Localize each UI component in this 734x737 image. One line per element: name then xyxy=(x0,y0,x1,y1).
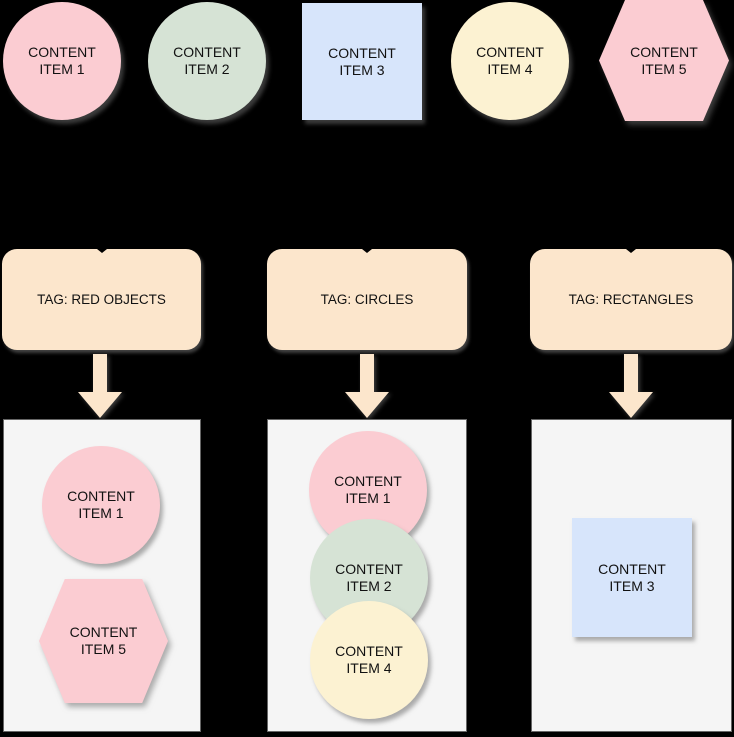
shape-label: CONTENT ITEM 5 xyxy=(69,624,138,657)
content-item-1-circle: CONTENT ITEM 1 xyxy=(3,2,121,120)
shape-label: CONTENT ITEM 4 xyxy=(476,44,544,77)
tag-label: TAG: CIRCLES xyxy=(320,292,414,307)
content-item-3-square: CONTENT ITEM 3 xyxy=(572,518,692,637)
connector-arrowhead-icon xyxy=(362,249,372,253)
arrow-shaft xyxy=(624,354,638,392)
connector-arrowhead-icon xyxy=(96,249,107,253)
shape-label: CONTENT ITEM 2 xyxy=(335,561,403,594)
content-item-2-circle: CONTENT ITEM 2 xyxy=(148,2,266,120)
arrow-head xyxy=(609,392,653,418)
content-item-4-circle: CONTENT ITEM 4 xyxy=(451,2,569,120)
down-arrow-icon xyxy=(345,354,389,418)
arrow-head xyxy=(78,392,122,418)
hexagon-fill: CONTENT ITEM 5 xyxy=(39,579,168,703)
container-rectangles: CONTENT ITEM 3 xyxy=(531,419,732,732)
down-arrow-icon xyxy=(78,354,122,418)
shape-label: CONTENT ITEM 1 xyxy=(67,488,135,521)
arrow-head xyxy=(345,392,389,418)
tag-label: TAG: RED OBJECTS xyxy=(37,292,166,307)
content-item-3-square: CONTENT ITEM 3 xyxy=(302,3,422,120)
shape-label: CONTENT ITEM 4 xyxy=(335,643,403,676)
shape-label: CONTENT ITEM 3 xyxy=(328,44,396,78)
arrow-shaft xyxy=(93,354,107,392)
shape-label: CONTENT ITEM 1 xyxy=(28,44,96,77)
arrow-shaft xyxy=(360,354,374,392)
tag-rectangles: TAG: RECTANGLES xyxy=(530,249,732,350)
content-item-5-hexagon: CONTENT ITEM 5 xyxy=(599,0,729,121)
container-red-objects: CONTENT ITEM 1 CONTENT ITEM 5 xyxy=(3,419,201,732)
shape-label: CONTENT ITEM 2 xyxy=(173,44,241,77)
shape-label: CONTENT ITEM 1 xyxy=(334,473,402,506)
container-circles: CONTENT ITEM 1 CONTENT ITEM 2 CONTENT IT… xyxy=(267,419,467,732)
shape-label: CONTENT ITEM 3 xyxy=(598,560,666,594)
connector-arrowhead-icon xyxy=(626,249,636,253)
content-item-5-hexagon: CONTENT ITEM 5 xyxy=(39,579,168,703)
down-arrow-icon xyxy=(609,354,653,418)
hexagon-fill: CONTENT ITEM 5 xyxy=(599,0,729,121)
content-item-1-circle: CONTENT ITEM 1 xyxy=(42,446,160,564)
shape-label: CONTENT ITEM 5 xyxy=(630,43,698,77)
tag-circles: TAG: CIRCLES xyxy=(267,249,467,350)
content-item-4-circle: CONTENT ITEM 4 xyxy=(310,601,428,719)
tag-label: TAG: RECTANGLES xyxy=(568,292,694,307)
tag-red-objects: TAG: RED OBJECTS xyxy=(2,249,201,350)
